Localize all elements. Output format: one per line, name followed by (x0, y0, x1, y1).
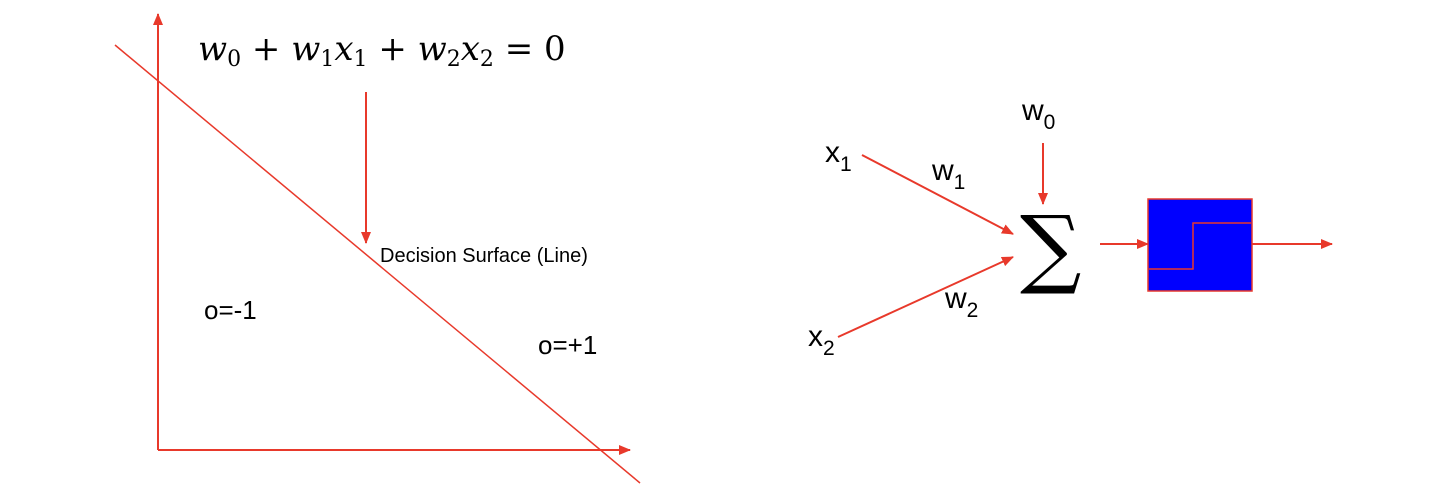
decision-surface-label: Decision Surface (Line) (380, 245, 588, 267)
input1-arrow (861, 154, 1014, 235)
step-function-icon (1149, 222, 1251, 270)
bias-label: w0 (1022, 94, 1056, 134)
region-positive-label: o=+1 (538, 330, 598, 360)
weight1-label: w1 (932, 154, 966, 194)
region-negative-label: o=-1 (204, 295, 257, 325)
decision-equation: w0 + w1x1 + w2x2 = 0 (198, 29, 566, 72)
input1-label: x1 (825, 136, 852, 176)
input2-label: x2 (808, 320, 835, 360)
input2-arrow (837, 256, 1014, 338)
weight2-label: w2 (945, 282, 979, 322)
activation-block (1147, 198, 1253, 292)
decision-line (114, 44, 641, 484)
summation-icon: ∑ (1020, 198, 1082, 298)
